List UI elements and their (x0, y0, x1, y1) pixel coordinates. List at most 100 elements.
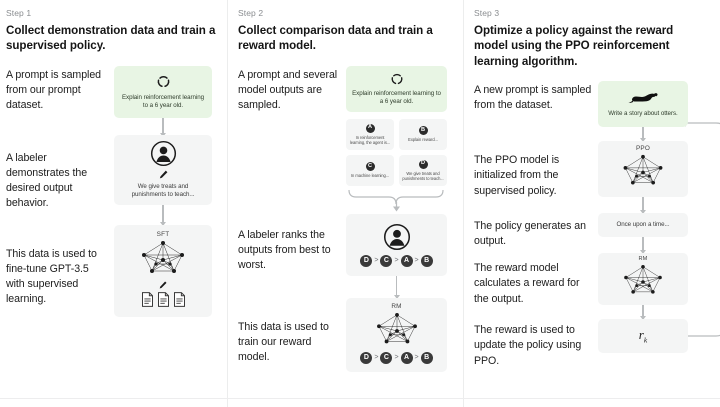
step-3-row-5: The reward is used to update the policy … (474, 319, 720, 369)
neural-network-icon (623, 155, 663, 185)
step-3-blurb-2: The PPO model is initialized from the su… (474, 154, 560, 197)
column-divider-1 (227, 0, 228, 407)
rank-badge-3: A (400, 254, 413, 267)
step-2-rows: A prompt and several model outputs are s… (238, 65, 464, 372)
output-badge-d: D (418, 159, 428, 169)
reward-symbol-base: r (638, 327, 644, 343)
recycle-icon (391, 73, 402, 84)
labeler-rank-card[interactable]: D > C > A > B (346, 213, 447, 276)
arrow-step2-1 (392, 275, 402, 299)
prompt-card-text: Explain reinforcement learning to a 6 ye… (121, 93, 205, 109)
output-text-c: In machine learning... (350, 173, 390, 179)
labeler-card-step1[interactable]: We give treats and punishments to teach.… (114, 134, 212, 205)
step-1-row-2: A labeler demonstrates the desired outpu… (6, 134, 228, 226)
neural-network-icon (142, 240, 184, 273)
rank-sep-3: > (414, 257, 419, 265)
output-badge-b: B (418, 126, 428, 136)
neural-network-icon (624, 265, 662, 294)
sft-tag: SFT (156, 230, 170, 238)
step-3-row-3: The policy generates an output. Once upo… (474, 213, 720, 255)
step-3-row-1: A new prompt is sampled from the dataset… (474, 81, 720, 143)
reward-symbol-subscript: k (643, 336, 648, 346)
rank-badge-1: D (360, 254, 373, 267)
step-3-row-2: The PPO model is initialized from the su… (474, 141, 720, 215)
output-card-b[interactable]: B Explain reward... (399, 118, 447, 150)
step-3-blurb-5: The reward is used to update the policy … (474, 324, 582, 367)
step-1-row-1: A prompt is sampled from our prompt data… (6, 65, 228, 137)
labeler-card-text: We give treats and punishments to teach.… (131, 183, 195, 199)
step-3-label: Step 3 (474, 8, 500, 18)
step-2-row-2: A labeler ranks the outputs from best to… (238, 213, 464, 299)
arrow-step3-4 (638, 305, 648, 321)
rm-tag-step3: RM (638, 256, 648, 263)
arrow-step1-2 (158, 204, 168, 226)
rank-sep-2: > (394, 257, 399, 265)
reward-model-card-step3[interactable]: RM (598, 253, 688, 306)
prompt-card-text: Explain reinforcement learning to a 6 ye… (352, 89, 441, 105)
rm-rank-badge-2: C (380, 351, 393, 364)
rm-tag: RM (391, 302, 402, 310)
generated-output-text: Once upon a time... (616, 221, 670, 229)
neural-network-icon (376, 312, 417, 344)
arrow-step3-3 (638, 237, 648, 255)
pen-icon (159, 170, 167, 179)
merge-brace-icon (348, 189, 444, 212)
step-2-column: Step 2 Collect comparison data and train… (228, 0, 464, 407)
output-badge-a: A (365, 123, 375, 133)
step-2-blurb-2: A labeler ranks the outputs from best to… (238, 228, 331, 272)
rank-badge-4: B (420, 254, 433, 267)
otter-icon (628, 93, 658, 104)
step-2-blurb-1: A prompt and several model outputs are s… (238, 68, 338, 112)
step-2-label: Step 2 (238, 8, 264, 18)
ranking-row-labeler: D > C > A > B (360, 254, 433, 267)
step-1-column: Step 1 Collect demonstration data and tr… (0, 0, 228, 407)
reward-symbol: rk (639, 327, 647, 345)
step-3-rows: A new prompt is sampled from the dataset… (474, 81, 720, 369)
output-text-a: In reinforcement learning, the agent is.… (349, 134, 391, 145)
output-text-d: We give treats and punishments to teach.… (402, 170, 444, 181)
rm-rank-badge-3: A (400, 351, 413, 364)
bottom-divider (0, 398, 720, 399)
step-1-title: Collect demonstration data and train a s… (6, 24, 216, 53)
step-1-rows: A prompt is sampled from our prompt data… (6, 65, 228, 317)
step-1-blurb-1: A prompt is sampled from our prompt data… (6, 68, 102, 112)
reward-model-card-step2[interactable]: RM (346, 297, 447, 372)
step-1-blurb-2: A labeler demonstrates the desired outpu… (6, 151, 88, 210)
output-card-c[interactable]: C In machine learning... (346, 154, 394, 186)
step-3-row-4: The reward model calculates a reward for… (474, 253, 720, 321)
documents-icon (141, 291, 186, 307)
prompt-card-step1[interactable]: Explain reinforcement learning to a 6 ye… (114, 65, 212, 118)
arrow-step3-2 (638, 197, 648, 215)
output-text-b: Explain reward... (408, 137, 438, 143)
generated-output-card[interactable]: Once upon a time... (598, 213, 688, 238)
step-3-blurb-1: A new prompt is sampled from the dataset… (474, 84, 592, 112)
rm-rank-sep-1: > (374, 354, 379, 362)
rm-rank-badge-1: D (360, 351, 373, 364)
rank-sep-1: > (374, 257, 379, 265)
reward-value-card[interactable]: rk (598, 319, 688, 354)
step-2-blurb-3: This data is used to train our reward mo… (238, 320, 329, 364)
prompt-card-text: Write a story about otters. (608, 110, 678, 118)
rank-badge-2: C (380, 254, 393, 267)
prompt-card-step2[interactable]: Explain reinforcement learning to a 6 ye… (346, 65, 447, 112)
step-1-row-3: This data is used to fine-tune GPT-3.5 w… (6, 224, 228, 317)
step-3-blurb-3: The policy generates an output. (474, 220, 586, 248)
sft-model-card[interactable]: SFT (114, 224, 212, 317)
output-card-d[interactable]: D We give treats and punishments to teac… (399, 154, 447, 186)
output-badge-c: C (365, 162, 375, 172)
step-3-blurb-4: The reward model calculates a reward for… (474, 262, 580, 305)
rm-rank-sep-2: > (394, 354, 399, 362)
output-card-a[interactable]: A In reinforcement learning, the agent i… (346, 118, 394, 150)
step-1-blurb-3: This data is used to fine-tune GPT-3.5 w… (6, 247, 97, 306)
arrow-step3-1 (638, 127, 648, 143)
step-2-row-1: A prompt and several model outputs are s… (238, 65, 464, 212)
model-outputs-grid: A In reinforcement learning, the agent i… (346, 118, 447, 186)
step-2-row-3: This data is used to train our reward mo… (238, 297, 464, 372)
ranking-row-rm: D > C > A > B (360, 351, 433, 364)
ppo-model-card[interactable]: PPO (598, 141, 688, 198)
step-3-title: Optimize a policy against the reward mod… (474, 24, 674, 68)
prompt-card-step3[interactable]: Write a story about otters. (598, 81, 688, 128)
pen-icon (159, 281, 167, 289)
rm-rank-sep-3: > (414, 354, 419, 362)
